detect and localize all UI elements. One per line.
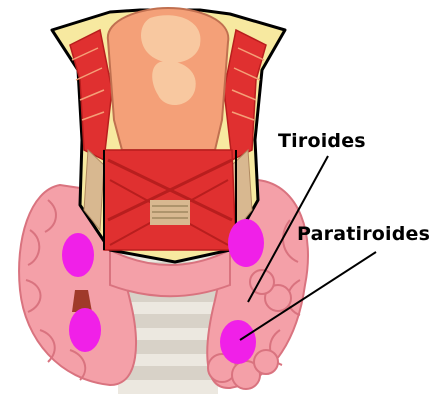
label-paratiroides: Paratiroides [297,223,430,245]
parathyroid-left-lower [69,308,101,352]
cricothyroid-muscles [104,150,236,250]
parathyroid-left-upper [62,233,94,277]
parathyroid-right-lower [220,320,256,364]
label-tiroides: Tiroides [278,130,366,152]
parathyroid-right-upper [228,219,264,267]
larynx [108,8,229,150]
